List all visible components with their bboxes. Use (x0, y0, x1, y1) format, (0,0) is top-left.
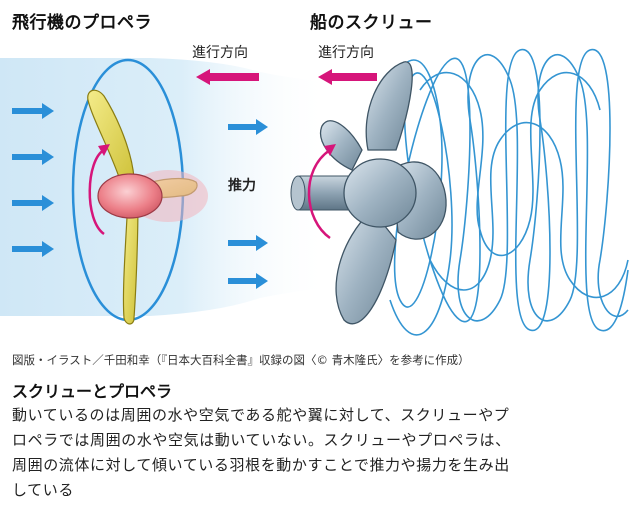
flow-arrow (228, 235, 268, 251)
flow-arrow (12, 103, 54, 119)
propeller-title: 飛行機のプロペラ (12, 13, 152, 33)
figure-credit: 図版・イラスト／千田和幸（『日本大百科全書』収録の図〈© 青木隆氏〉を参考に作成… (12, 353, 470, 367)
flow-arrow (12, 195, 54, 211)
rotation-arrow (88, 148, 105, 236)
propeller-screw-illustration (0, 49, 629, 336)
flow-arrow (228, 273, 268, 289)
caption-line: ロペラでは周囲の水や空気は動いていない。スクリューやプロペラは、 (12, 431, 511, 449)
flow-arrow (228, 119, 268, 135)
flow-arrow (12, 241, 54, 257)
inflow-arrows (12, 103, 54, 257)
direction-label-right: 進行方向 (318, 45, 374, 61)
direction-arrow-right (318, 69, 377, 85)
wake-helix (379, 49, 629, 336)
caption-line: 周囲の流体に対して傾いている羽根を動かすことで推力や揚力を生み出 (12, 456, 510, 474)
screw-hub (343, 158, 417, 228)
caption-title: スクリューとプロペラ (12, 382, 173, 401)
caption-line: 動いているのは周囲の水や空気である舵や翼に対して、スクリューやプ (12, 406, 510, 424)
propeller-spinner (97, 173, 163, 219)
caption-line: している (12, 481, 74, 499)
caption-body: 動いているのは周囲の水や空気である舵や翼に対して、スクリューやプ ロペラでは周囲… (12, 403, 632, 503)
screw-title: 船のスクリュー (310, 13, 433, 33)
rotation-arrow (307, 148, 331, 240)
direction-arrow-left (196, 69, 259, 85)
direction-label-left: 進行方向 (192, 45, 248, 61)
thrust-label: 推力 (228, 178, 256, 194)
flow-arrow (12, 149, 54, 165)
outflow-arrows (228, 119, 268, 289)
